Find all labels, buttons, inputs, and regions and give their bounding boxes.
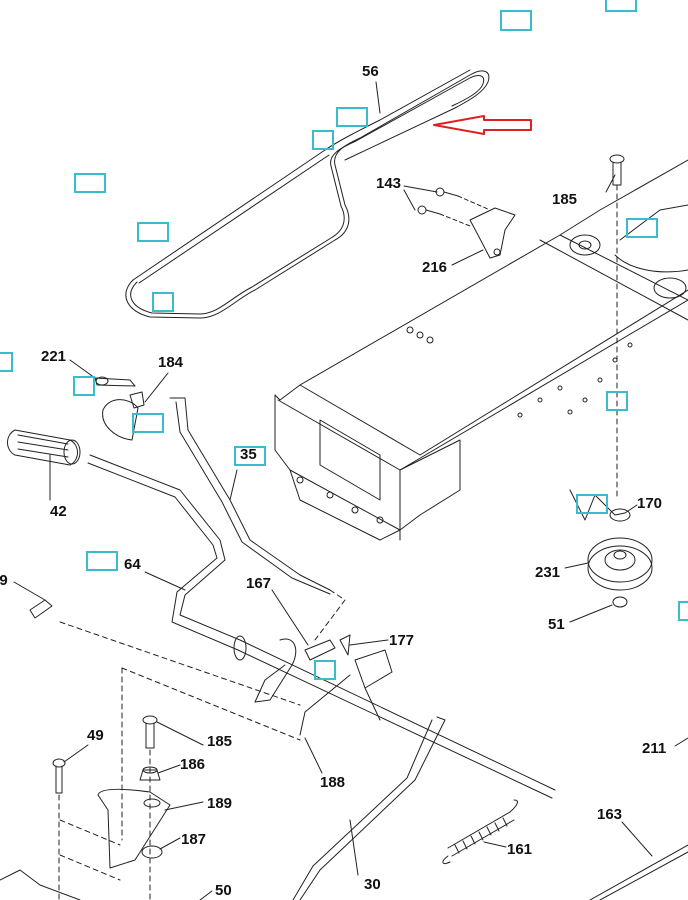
hotspot-belt-3[interactable] bbox=[137, 222, 169, 242]
part-label-211[interactable]: 211 bbox=[642, 740, 667, 757]
red-arrow-left-icon bbox=[433, 115, 532, 135]
part-label-216[interactable]: 216 bbox=[422, 259, 448, 276]
part-label-221[interactable]: 221 bbox=[41, 348, 67, 365]
hotspot-35[interactable] bbox=[234, 446, 266, 466]
part-label-177[interactable]: 177 bbox=[389, 632, 415, 649]
bracket-216 bbox=[417, 187, 516, 259]
brake-parts bbox=[0, 599, 301, 900]
rod-163 bbox=[589, 844, 688, 900]
left-small-parts bbox=[7, 376, 145, 466]
hotspot-left-edge[interactable] bbox=[0, 352, 13, 372]
drive-belt bbox=[125, 69, 490, 319]
hotspot-belt-1[interactable] bbox=[336, 107, 368, 127]
part-label-49[interactable]: 49 bbox=[87, 727, 104, 744]
part-label-35[interactable]: 35 bbox=[240, 446, 257, 463]
part-label-188[interactable]: 188 bbox=[320, 774, 346, 791]
part-label-64[interactable]: 64 bbox=[124, 556, 141, 573]
hotspot-belt-4[interactable] bbox=[152, 292, 174, 312]
part-label-42[interactable]: 42 bbox=[50, 503, 67, 520]
leader-211 bbox=[674, 737, 688, 747]
part-label-186[interactable]: 186 bbox=[180, 756, 206, 773]
part-label-184[interactable]: 184 bbox=[158, 354, 184, 371]
chassis-frame bbox=[274, 159, 688, 541]
rod-30 bbox=[292, 716, 446, 900]
hotspot-top-2[interactable] bbox=[605, 0, 637, 12]
rod-35 bbox=[169, 397, 331, 595]
part-label-56[interactable]: 56 bbox=[362, 63, 379, 80]
part-label-69[interactable]: 69 bbox=[0, 572, 8, 589]
hotspot-belt-2[interactable] bbox=[312, 130, 334, 150]
hotspot-170[interactable] bbox=[576, 494, 608, 514]
part-label-51[interactable]: 51 bbox=[548, 616, 565, 633]
part-label-167[interactable]: 167 bbox=[246, 575, 272, 592]
part-label-163[interactable]: 163 bbox=[597, 806, 623, 823]
hotspot-184[interactable] bbox=[132, 413, 164, 433]
linkage-167 bbox=[254, 589, 393, 736]
hotspot-frame[interactable] bbox=[606, 391, 628, 411]
rod-64-collar bbox=[233, 635, 247, 661]
part-label-170[interactable]: 170 bbox=[637, 495, 663, 512]
leader-lines bbox=[13, 81, 653, 900]
part-label-185[interactable]: 185 bbox=[552, 191, 578, 208]
hotspot-right-edge[interactable] bbox=[678, 601, 688, 621]
spring-161 bbox=[442, 799, 518, 865]
part-label-189[interactable]: 189 bbox=[207, 795, 233, 812]
hotspot-top-1[interactable] bbox=[500, 10, 532, 31]
hotspot-left-1[interactable] bbox=[74, 173, 106, 193]
part-label-231[interactable]: 231 bbox=[535, 564, 561, 581]
part-label-30[interactable]: 30 bbox=[364, 876, 381, 893]
hotspot-221[interactable] bbox=[73, 376, 95, 396]
part-label-143[interactable]: 143 bbox=[376, 175, 402, 192]
part-label-185-lower[interactable]: 185 bbox=[207, 733, 233, 750]
hotspot-64[interactable] bbox=[86, 551, 118, 571]
part-label-187[interactable]: 187 bbox=[181, 831, 207, 848]
hotspot-167[interactable] bbox=[314, 660, 336, 680]
part-label-161[interactable]: 161 bbox=[507, 841, 533, 858]
bolt-185-top bbox=[609, 154, 625, 501]
part-label-50[interactable]: 50 bbox=[215, 882, 232, 899]
rod-64 bbox=[87, 454, 556, 799]
hotspot-chassis[interactable] bbox=[626, 218, 658, 238]
